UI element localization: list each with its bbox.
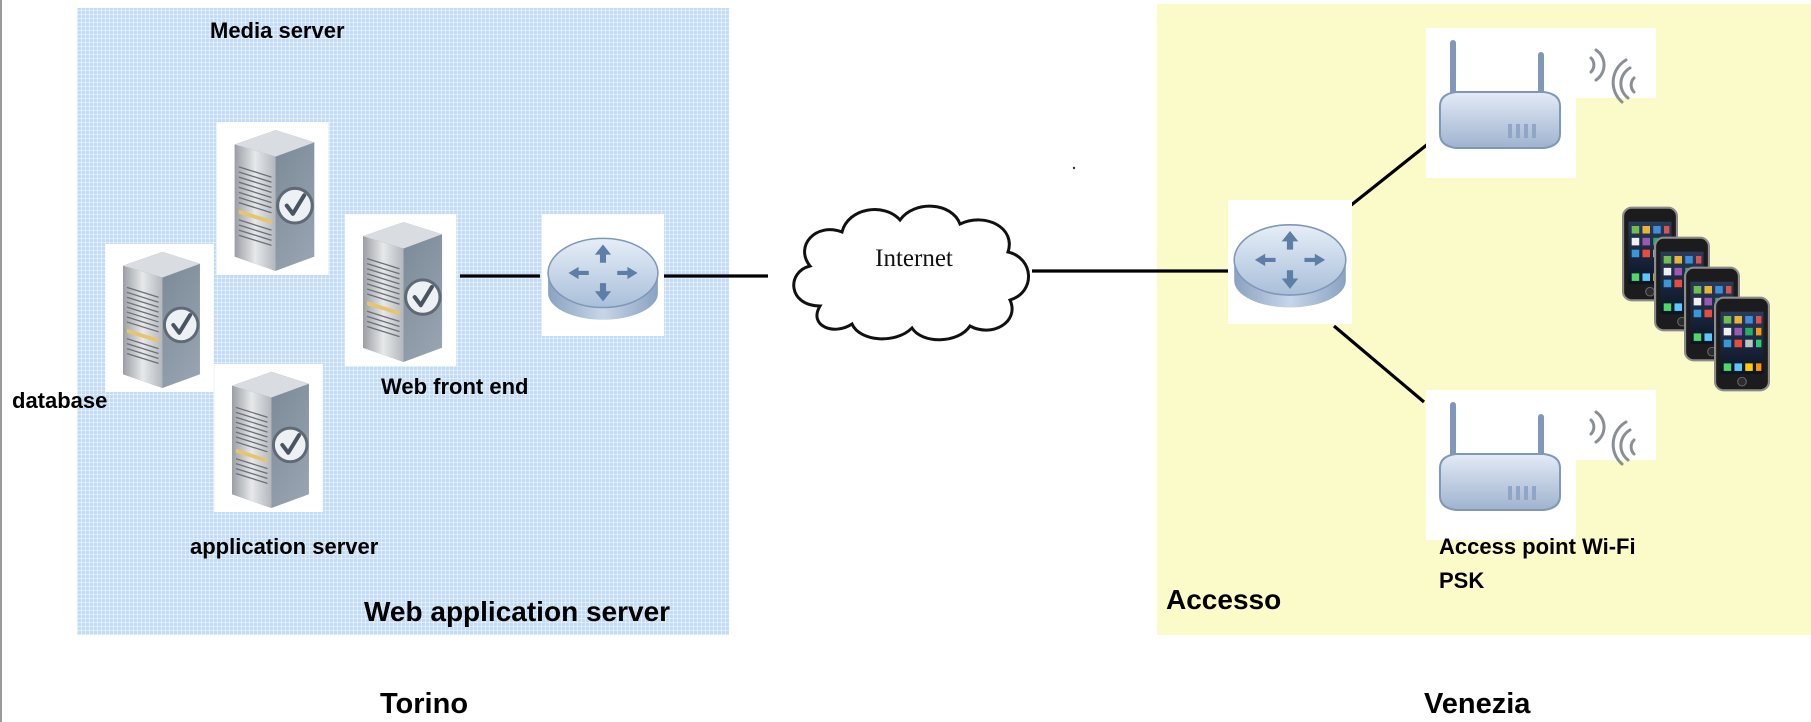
wifi-access-point-icon (1425, 28, 1657, 178)
access-zone-title: Accesso (1166, 584, 1282, 615)
server-icon (102, 244, 217, 392)
router-icon (1227, 200, 1353, 324)
left-border (0, 0, 2, 722)
server-icon (343, 214, 458, 366)
media-server-label: Media server (210, 18, 345, 43)
smartphone-icon (1714, 296, 1770, 392)
cloud-shape (792, 204, 1030, 342)
access-point-label-line2: PSK (1439, 568, 1485, 593)
internet-cloud-icon: Internet (792, 204, 1030, 342)
city-torino: Torino (380, 688, 469, 720)
server-icon (210, 364, 327, 512)
stray-dot (1072, 166, 1076, 170)
access-point-label-line1: Access point Wi-Fi (1439, 534, 1636, 559)
web-front-end-label: Web front end (381, 374, 529, 399)
city-venezia: Venezia (1424, 688, 1531, 720)
application-server-label: application server (190, 534, 379, 559)
wifi-access-point-icon (1425, 390, 1657, 540)
server-icon (215, 122, 330, 275)
router-icon (540, 214, 666, 336)
web-zone-title: Web application server (364, 596, 671, 627)
internet-label: Internet (875, 245, 953, 272)
web-application-server-zone (77, 8, 729, 635)
database-label: database (12, 388, 108, 413)
link-router-ap-bottom (1332, 324, 1426, 404)
